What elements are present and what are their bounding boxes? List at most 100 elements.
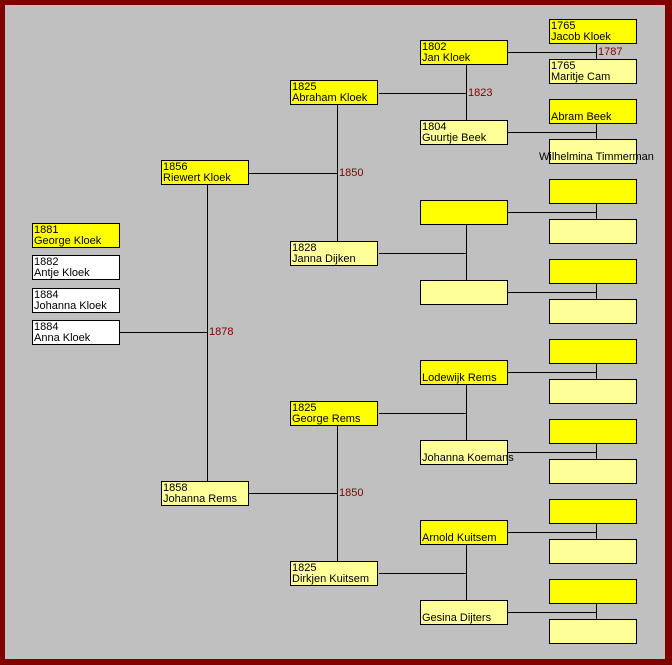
connector-line: [466, 545, 467, 600]
connector-line: [248, 493, 337, 494]
person-name: Wilhelmina Timmerman: [539, 151, 654, 163]
birth-year: 1884: [34, 289, 59, 301]
person-name: Anna Kloek: [34, 332, 91, 344]
connector-line: [379, 253, 466, 254]
connector-line: [466, 385, 467, 440]
person-name: Lodewijk Rems: [422, 372, 497, 384]
connector-line: [508, 212, 596, 213]
person-box[interactable]: Gesina Dijters: [420, 600, 508, 625]
person-box[interactable]: [549, 459, 637, 484]
connector-line: [508, 612, 596, 613]
person-name: Maritje Cam: [551, 71, 611, 83]
birth-year: 1825: [292, 402, 317, 414]
connector-line: [508, 52, 596, 53]
person-name: Dirkjen Kuitsem: [292, 573, 370, 585]
marriage-year: 1850: [339, 487, 364, 499]
person-box[interactable]: [549, 179, 637, 204]
connector-line: [508, 132, 596, 133]
person-name: Gesina Dijters: [422, 612, 492, 624]
person-box[interactable]: [549, 299, 637, 324]
marriage-year: 1878: [209, 326, 234, 338]
person-name: Riewert Kloek: [163, 172, 231, 184]
birth-year: 1765: [551, 60, 576, 72]
person-name: George Kloek: [34, 235, 102, 247]
person-box[interactable]: [549, 379, 637, 404]
connector-line: [596, 364, 597, 379]
connector-line: [466, 225, 467, 280]
connector-line: [596, 604, 597, 619]
connector-line: [508, 452, 596, 453]
person-box[interactable]: [549, 219, 637, 244]
connector-line: [248, 173, 337, 174]
connector-line: [508, 532, 596, 533]
person-box[interactable]: [549, 499, 637, 524]
person-box[interactable]: Abram Beek: [549, 99, 637, 124]
person-box[interactable]: Lodewijk Rems: [420, 360, 508, 385]
connector-line: [379, 93, 466, 94]
birth-year: 1884: [34, 321, 59, 333]
connector-line: [119, 332, 207, 333]
connector-line: [596, 444, 597, 459]
person-name: Janna Dijken: [292, 253, 356, 265]
person-name: Abram Beek: [551, 111, 612, 123]
person-name: Antje Kloek: [34, 267, 90, 279]
birth-year: 1825: [292, 81, 317, 93]
connector-line: [337, 105, 338, 241]
person-name: Johanna Kloek: [34, 300, 107, 312]
person-name: Johanna Koemans: [422, 452, 514, 464]
person-box[interactable]: [549, 579, 637, 604]
connector-line: [379, 573, 466, 574]
person-name: Arnold Kuitsem: [422, 532, 497, 544]
connector-line: [337, 426, 338, 561]
marriage-year: 1787: [598, 46, 623, 58]
person-box[interactable]: [549, 539, 637, 564]
person-name: Jan Kloek: [422, 52, 471, 64]
person-box[interactable]: Johanna Koemans: [420, 440, 514, 465]
connector-line: [596, 284, 597, 299]
person-box[interactable]: [420, 280, 508, 305]
connector-line: [379, 413, 466, 414]
connector-line: [596, 524, 597, 539]
birth-year: 1802: [422, 41, 447, 53]
connector-line: [596, 204, 597, 219]
person-box[interactable]: [549, 339, 637, 364]
birth-year: 1882: [34, 256, 59, 268]
connector-line: [596, 124, 597, 139]
connector-line: [466, 65, 467, 120]
birth-year: 1828: [292, 242, 317, 254]
marriage-year: 1850: [339, 167, 364, 179]
marriage-year: 1823: [468, 87, 493, 99]
person-name: Guurtje Beek: [422, 132, 487, 144]
person-box[interactable]: Arnold Kuitsem: [420, 520, 508, 545]
person-name: Johanna Rems: [163, 493, 237, 505]
birth-year: 1856: [163, 161, 188, 173]
birth-year: 1804: [422, 121, 447, 133]
connector-line: [207, 185, 208, 481]
person-box[interactable]: Wilhelmina Timmerman: [539, 139, 654, 164]
birth-year: 1881: [34, 224, 59, 236]
connector-line: [508, 292, 596, 293]
person-name: Abraham Kloek: [292, 92, 368, 104]
person-box[interactable]: [549, 619, 637, 644]
person-name: George Rems: [292, 413, 361, 425]
birth-year: 1858: [163, 482, 188, 494]
person-box[interactable]: [549, 419, 637, 444]
connector-line: [508, 372, 596, 373]
person-box[interactable]: [420, 200, 508, 225]
person-box[interactable]: [549, 259, 637, 284]
